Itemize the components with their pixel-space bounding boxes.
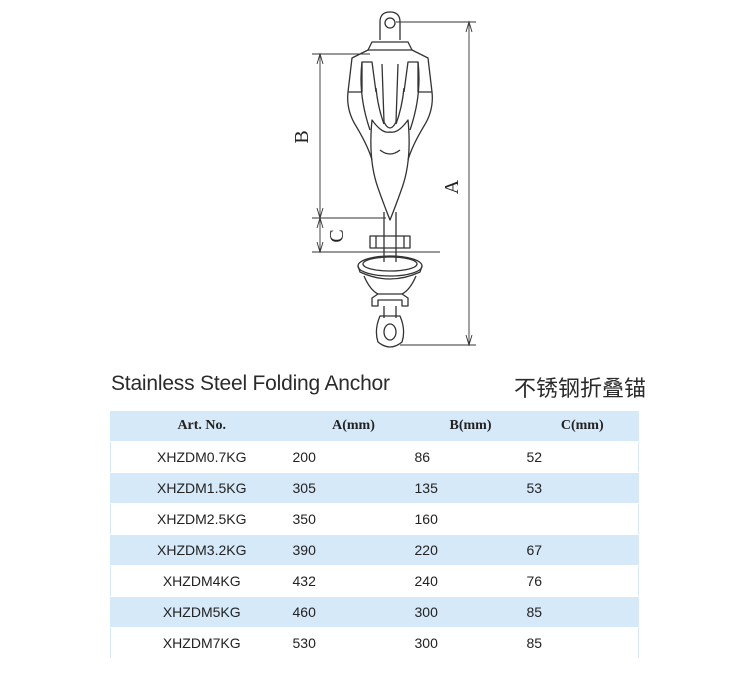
- anchor-technical-drawing: A B C: [291, 11, 476, 348]
- table-row: XHZDM7KG 530 300 85: [110, 627, 639, 659]
- cell-art-no: XHZDM4KG: [110, 565, 293, 597]
- cell-b: 135: [414, 472, 527, 504]
- cell-art-no: XHZDM1.5KG: [110, 472, 293, 504]
- dimension-b-label: B: [291, 130, 313, 143]
- table-row: XHZDM0.7KG 200 86 52: [110, 441, 639, 473]
- anchor-shank: [369, 212, 411, 262]
- cell-art-no: XHZDM3.2KG: [110, 534, 293, 566]
- cell-a: 460: [292, 596, 415, 628]
- table-header-row: Art. No. A(mm) B(mm) C(mm): [110, 411, 639, 442]
- cell-a: 530: [292, 627, 415, 659]
- anchor-crown: [347, 49, 433, 161]
- cell-c: 52: [526, 441, 639, 473]
- cell-a: 432: [292, 565, 415, 597]
- product-title-chinese: 不锈钢折叠锚: [514, 377, 647, 402]
- dimension-c-line: [312, 216, 440, 254]
- cell-c: [526, 503, 639, 535]
- product-title-english: Stainless Steel Folding Anchor: [111, 372, 390, 395]
- dimension-a-label: A: [441, 179, 463, 194]
- cell-art-no: XHZDM0.7KG: [110, 441, 293, 473]
- cell-c: 67: [526, 534, 639, 566]
- cell-b: 220: [414, 534, 527, 566]
- header-a-mm: A(mm): [292, 411, 415, 442]
- cell-b: 160: [414, 503, 527, 535]
- cell-c: 53: [526, 472, 639, 504]
- dimension-c-label: C: [326, 229, 348, 242]
- header-art-no: Art. No.: [110, 411, 293, 442]
- table-row: XHZDM5KG 460 300 85: [110, 596, 639, 628]
- cell-art-no: XHZDM7KG: [110, 627, 293, 659]
- bottom-eye: [375, 315, 405, 348]
- table-row: XHZDM1.5KG 305 135 53: [110, 472, 639, 504]
- cell-c: 85: [526, 627, 639, 659]
- cell-art-no: XHZDM5KG: [110, 596, 293, 628]
- table-row: XHZDM3.2KG 390 220 67: [110, 534, 639, 566]
- cell-a: 390: [292, 534, 415, 566]
- cell-b: 300: [414, 596, 527, 628]
- cell-c: 76: [526, 565, 639, 597]
- table-row: XHZDM2.5KG 350 160: [110, 503, 639, 535]
- header-c-mm: C(mm): [526, 411, 639, 442]
- table-row: XHZDM4KG 432 240 76: [110, 565, 639, 597]
- cell-c: 85: [526, 596, 639, 628]
- cell-b: 300: [414, 627, 527, 659]
- anchor-collar-ring: [357, 255, 423, 295]
- anchor-lower-shank: [371, 293, 409, 318]
- top-shackle: [367, 11, 413, 51]
- specification-table: Art. No. A(mm) B(mm) C(mm) XHZDM0.7KG 20…: [110, 411, 639, 659]
- cell-b: 86: [414, 441, 527, 473]
- dimension-a-line: [396, 20, 476, 347]
- cell-art-no: XHZDM2.5KG: [110, 503, 293, 535]
- anchor-flukes: [360, 61, 420, 221]
- cell-a: 200: [292, 441, 415, 473]
- cell-b: 240: [414, 565, 527, 597]
- cell-a: 305: [292, 472, 415, 504]
- header-b-mm: B(mm): [414, 411, 527, 442]
- cell-a: 350: [292, 503, 415, 535]
